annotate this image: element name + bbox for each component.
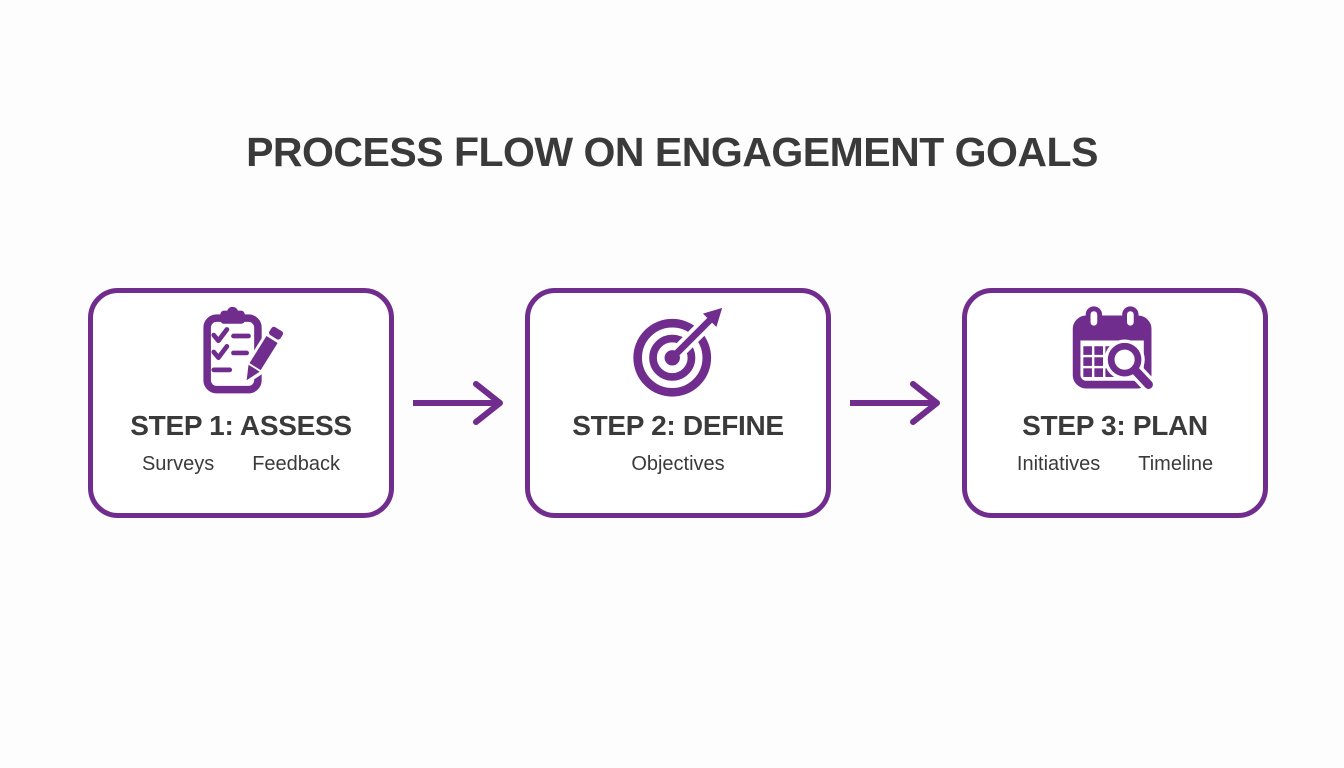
step-label-plan: STEP 3: PLAN <box>1022 410 1208 441</box>
process-flow: STEP 1: ASSESS Surveys Feedback <box>88 288 1268 518</box>
step-label-assess: STEP 1: ASSESS <box>130 410 352 441</box>
step-label-define: STEP 2: DEFINE <box>572 410 784 441</box>
step-card-assess: STEP 1: ASSESS Surveys Feedback <box>88 288 394 518</box>
arrow-right-icon <box>412 381 503 425</box>
flow-arrow-1 <box>394 288 525 518</box>
step-card-define: STEP 2: DEFINE Objectives <box>525 288 831 518</box>
tag-feedback: Feedback <box>252 453 341 475</box>
clipboard-checklist-icon <box>191 303 291 401</box>
tag-initiatives: Initiatives <box>1016 453 1101 475</box>
page-title: PROCESS FLOW ON ENGAGEMENT GOALS <box>246 129 1098 175</box>
step-card-plan: STEP 3: PLAN Initiatives Timeline <box>962 288 1268 518</box>
flow-arrow-2 <box>831 288 962 518</box>
step-tags-define: Objectives <box>631 453 724 476</box>
target-arrow-icon <box>630 303 726 401</box>
step-tags-plan: Initiatives Timeline <box>1017 453 1213 476</box>
tag-surveys: Surveys <box>141 453 215 475</box>
arrow-right-icon <box>849 381 940 425</box>
calendar-search-icon <box>1065 303 1165 401</box>
tag-objectives: Objectives <box>631 453 725 475</box>
tag-timeline: Timeline <box>1138 453 1214 475</box>
step-tags-assess: Surveys Feedback <box>142 453 340 476</box>
